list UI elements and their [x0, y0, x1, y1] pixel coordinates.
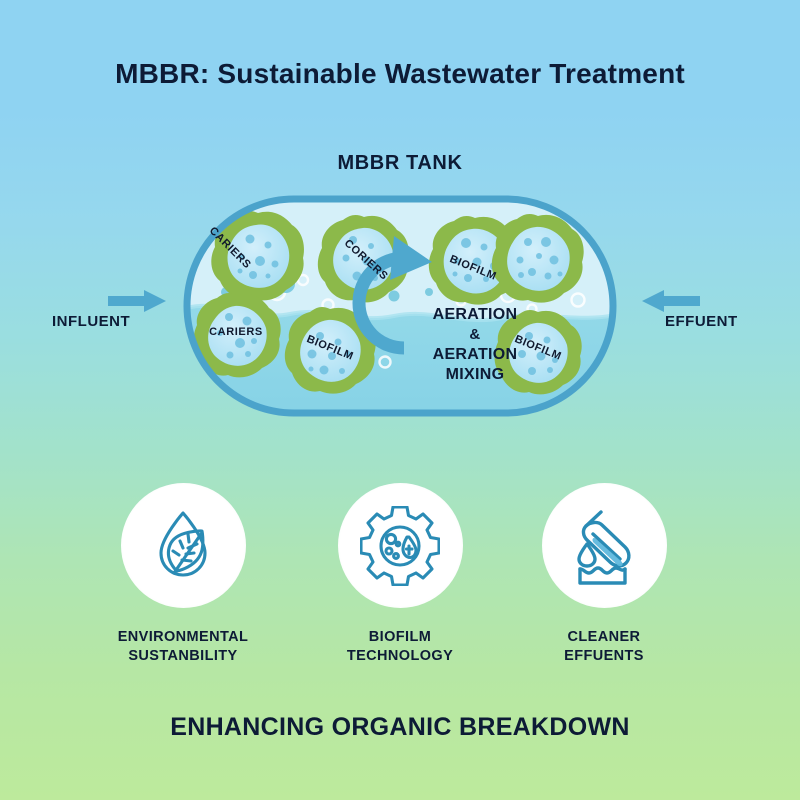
carrier-label: CARIERS [209, 326, 263, 338]
influent-arrow-icon [108, 290, 166, 312]
benefit-biofilm-technology[interactable]: BIOFILM TECHNOLOGY [300, 483, 500, 666]
gear-microbes-icon [360, 505, 440, 586]
tank-interior [187, 199, 613, 413]
footer-caption: ENHANCING ORGANIC BREAKDOWN [170, 713, 630, 741]
effluent-label: EFFUENT [665, 313, 738, 330]
carrier-4 [491, 214, 584, 303]
carrier-biofilm-6 [284, 307, 376, 394]
tank-outline [183, 195, 617, 417]
benefit-label-line2: TECHNOLOGY [346, 647, 454, 664]
carrier-cariers-5 [193, 293, 281, 378]
influent-label: INFLUENT [52, 313, 131, 330]
carrier-cariers-1 [211, 211, 304, 301]
benefits-row: ENVIRONMENTAL SUSTANBILITY [0, 483, 800, 683]
benefit-label-line2: EFFUENTS [564, 647, 644, 664]
aeration-line-3: AERATION [432, 345, 518, 363]
aeration-line-2: & [469, 326, 481, 344]
tank-title: MBBR TANK [337, 152, 463, 174]
benefit-circle [541, 483, 667, 608]
benefit-label-line2: SUSTANBILITY [128, 647, 238, 664]
mixing-arrowhead [390, 236, 432, 280]
leaf-droplet-icon [159, 510, 207, 577]
benefit-label: BIOFILM TECHNOLOGY [300, 628, 500, 666]
benefit-label: CLEANER EFFUENTS [504, 628, 704, 666]
benefit-environmental-sustanbility[interactable]: ENVIRONMENTAL SUSTANBILITY [83, 483, 283, 666]
mixing-arrow-icon [352, 251, 405, 355]
benefit-label: ENVIRONMENTAL SUSTANBILITY [83, 628, 283, 666]
carrier-biofilm-7 [494, 310, 582, 395]
page-title: MBBR: Sustainable Wastewater Treatment [115, 58, 685, 89]
test-tube-pour-icon [577, 509, 631, 585]
benefit-cleaner-effuents[interactable]: CLEANER EFFUENTS [504, 483, 704, 666]
mbbr-tank-diagram: CARIERS CORIERS BIOFILM CARIERS BIOFILM … [180, 192, 620, 420]
effluent-arrow-icon [642, 290, 700, 312]
benefit-label-line1: ENVIRONMENTAL [117, 629, 249, 645]
benefit-label-line1: CLEANER [567, 629, 641, 645]
benefit-label-line1: BIOFILM [368, 629, 432, 645]
aeration-line-1: AERATION [432, 306, 518, 323]
benefit-circle [337, 483, 463, 608]
carrier-coriers-2 [317, 215, 409, 303]
benefit-circle [120, 483, 246, 608]
carrier-media-group [193, 211, 584, 395]
aeration-label-block: AERATION & AERATION MIXING [395, 305, 555, 386]
aeration-line-4: MIXING [445, 366, 505, 384]
